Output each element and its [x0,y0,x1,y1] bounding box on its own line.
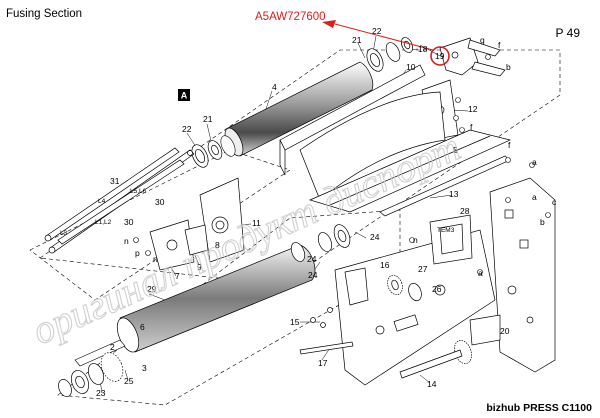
gear-set-center [387,274,472,364]
part-label: 8 [215,240,220,250]
part-label: 19 [435,51,445,61]
section-marker-label: A [181,91,188,101]
part-label: 17 [318,358,328,368]
part-label: 28 [460,206,470,216]
screw-letter: p [135,248,140,258]
part-label: 30 [155,197,165,207]
part-label: 22 [372,26,382,36]
part-label: 10 [406,62,416,72]
screw-letter-labels: a a a b b c f f f n n n p g [124,35,557,278]
part-label: 21 [352,35,362,45]
part-label: 14 [427,379,437,389]
screw-letter: n [124,236,129,246]
part-label: 24 [308,270,318,280]
part-label: 15 [290,317,300,327]
frame-right [489,177,556,373]
part-label: 30 [124,217,134,227]
screw-letter: c [552,197,557,207]
part-label: 29 [147,284,157,294]
screw-letter: f [470,122,473,132]
part-label: 4 [272,82,277,92]
part-labels: 22 21 18 19 4 10 12 5 22 21 31 30 30 13 … [96,26,510,398]
bearing-set-upper [366,37,414,72]
bearing-set-lower-right [290,224,351,262]
heater-lamps [44,147,195,254]
screw-letter: f [508,140,511,150]
part-label: 26 [432,284,442,294]
part-label: 23 [96,388,106,398]
screw-letter: b [506,62,511,72]
gear-set-lower-left [58,352,124,397]
part-label: 2 [110,342,115,352]
screw-letter: a [532,192,537,202]
part-label: 11 [252,218,261,228]
part-label: 22 [182,124,192,134]
dashed-frame-lower [29,149,401,406]
part-label: 27 [418,264,428,274]
lamp-label: L4 [98,198,106,205]
lamp-labels: L4 L5,L6 L1,L2 L3 TEM3 [60,188,455,237]
highlight-marker [322,20,450,66]
section-title: Fusing Section [6,8,83,20]
fusing-roller-upper [220,61,374,157]
upper-cover [279,64,446,201]
screw-letter: a [532,157,537,167]
sensor-unit [429,214,473,265]
bearing-set-left [191,140,223,168]
lamp-label: L1,L2 [95,219,112,226]
part-label: 6 [140,322,145,332]
screw-letter: n [153,254,158,264]
part-code-label: A5AW727600 [255,11,326,23]
shaft-17 [299,307,354,355]
page-number: P 49 [555,26,580,40]
part-label: 25 [124,376,134,386]
section-marker-a: A [178,89,190,101]
screw-letter: g [480,35,485,45]
part-label: 18 [418,44,428,54]
screw-letter: f [498,40,501,50]
pressure-roller-lower [74,244,316,367]
lamp-label: L5,L6 [130,188,147,195]
bracket-lower-left [149,219,209,271]
part-label: 20 [500,326,510,336]
part-label: 7 [175,271,180,281]
part-label: 31 [110,176,120,186]
part-label: 16 [380,260,390,270]
screw-letter: a [478,268,483,278]
part-label: 3 [142,363,147,373]
part-label: 5 [453,145,458,155]
part-label: 12 [468,104,478,114]
part-label: 21 [203,114,213,124]
part-label: 24 [370,232,380,242]
shaft-14 [399,314,501,379]
screws [133,54,551,275]
part-label: 24 [307,254,317,264]
lamp-label: L3 [60,230,68,237]
screw-letter: n [413,235,418,245]
part-label: 13 [449,189,459,199]
footer-model: bizhub PRESS C1100 [486,402,592,414]
sensor-label: TEM3 [437,227,455,234]
drive-plate [334,229,496,386]
screw-letter: b [540,217,545,227]
guide-plate [308,129,512,217]
part-label: 9 [197,262,202,272]
